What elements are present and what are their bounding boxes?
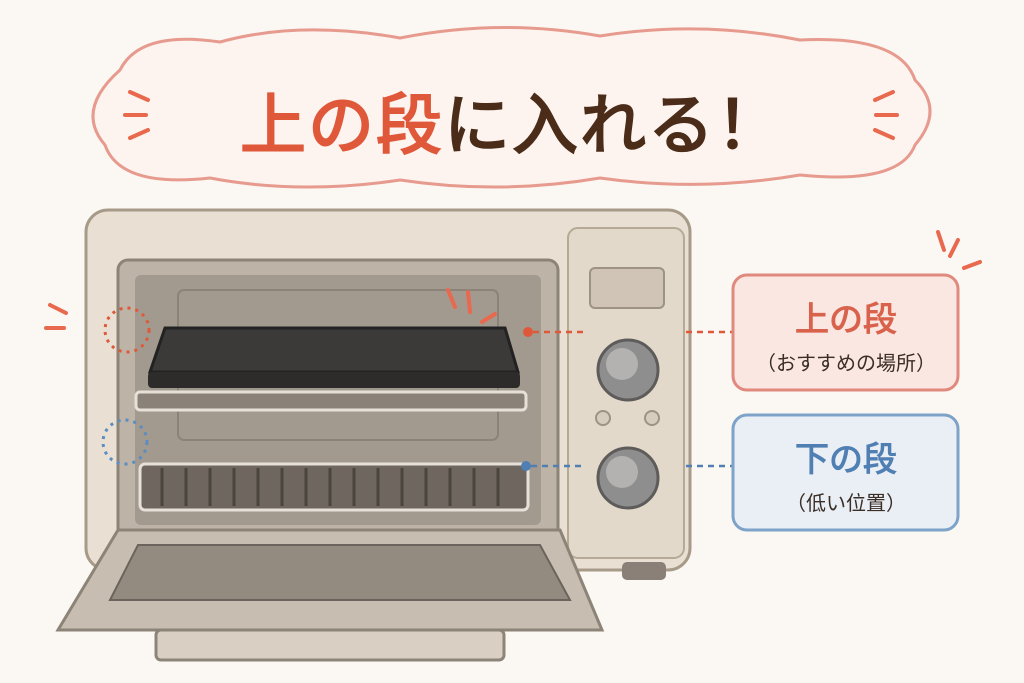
alert-rays <box>44 230 982 330</box>
lower-label-sub: （低い位置） <box>786 491 906 515</box>
door-glass <box>108 544 572 601</box>
button-right <box>644 410 660 426</box>
upper-label-sub: （おすすめの場所） <box>756 351 936 375</box>
upper-rack-label: 上の段 （おすすめの場所） <box>736 292 956 376</box>
button-left <box>595 410 611 426</box>
oven-foot <box>622 562 666 580</box>
upper-rack <box>134 390 528 412</box>
title-rest: に入れる！ <box>444 87 784 164</box>
lower-rack-label: 下の段 （低い位置） <box>736 432 956 516</box>
door-handle <box>154 628 506 662</box>
lower-label-main: 下の段 <box>795 440 897 480</box>
upper-pointer-dot <box>523 327 533 337</box>
baking-tray <box>147 326 521 374</box>
page-title: 上の段に入れる！ <box>0 72 1024 168</box>
lower-rail-marker <box>101 418 149 466</box>
lower-pointer-dot <box>521 461 531 471</box>
upper-rail-marker <box>103 306 151 354</box>
lower-label-box <box>731 413 960 532</box>
display-window <box>589 267 665 309</box>
upper-label-main: 上の段 <box>795 300 897 340</box>
title-rays-right <box>873 90 899 140</box>
title-cloud <box>91 25 932 189</box>
title-highlight: 上の段 <box>240 87 444 164</box>
upper-label-box <box>731 273 960 392</box>
title-rays-left <box>123 90 150 140</box>
lower-rack <box>138 462 530 512</box>
